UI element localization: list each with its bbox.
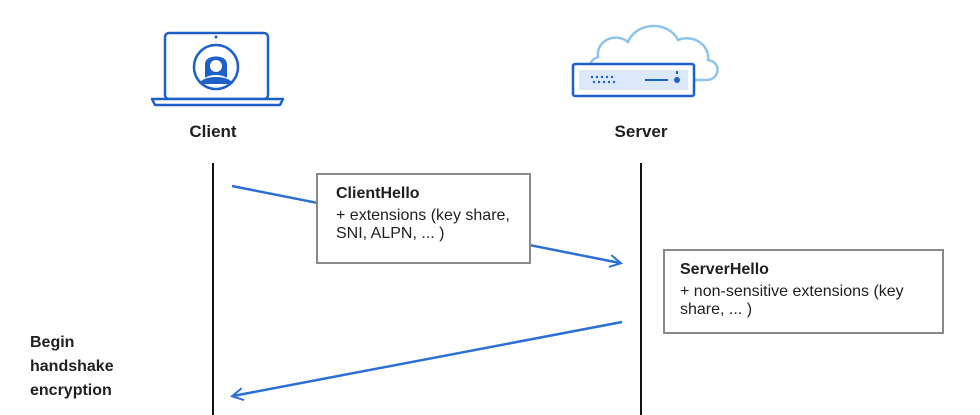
handshake-note: Begin handshake encryption xyxy=(30,331,114,403)
clienthello-title: ClientHello xyxy=(336,185,420,202)
note-line: encryption xyxy=(30,382,112,399)
server-cloud-icon xyxy=(571,24,719,98)
clienthello-box: ClientHello + extensions (key share, SNI… xyxy=(316,173,531,264)
note-line: Begin xyxy=(30,334,75,351)
laptop-user-icon xyxy=(150,31,285,107)
clienthello-body: + extensions (key share, SNI, ALPN, ... … xyxy=(336,207,510,242)
serverhello-title: ServerHello xyxy=(680,261,769,278)
client-label: Client xyxy=(189,122,237,141)
server-label: Server xyxy=(614,122,668,141)
serverhello-body: + non-sensitive extensions (key share, .… xyxy=(680,283,904,318)
serverhello-arrow xyxy=(233,320,623,396)
serverhello-box: ServerHello + non-sensitive extensions (… xyxy=(663,249,944,334)
note-line: handshake xyxy=(30,358,114,375)
